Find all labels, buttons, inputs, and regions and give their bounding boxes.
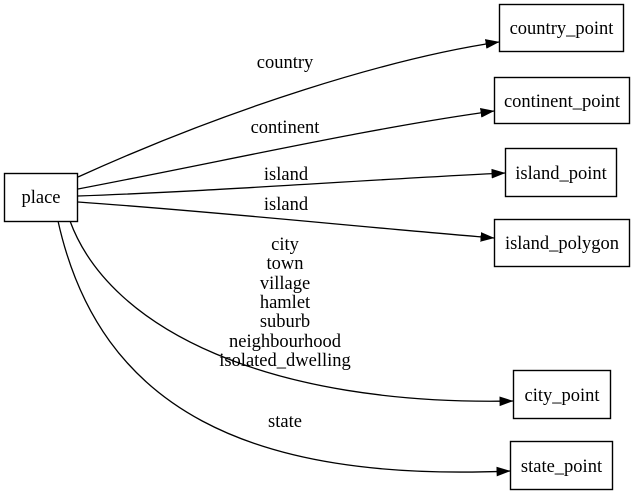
node-continent_point-box (493, 76, 631, 125)
edge-label-city-multiline: city town village hamlet suburb neighbou… (219, 235, 351, 371)
node-state_point: state_point (509, 440, 614, 491)
edge-label-suburb-line: suburb (260, 312, 310, 332)
edge-place-state_point (57, 220, 511, 477)
edge-label-village-line: village (260, 274, 310, 294)
node-city_point-box (512, 369, 612, 420)
node-country_point-box (498, 3, 625, 53)
nodes: place country_point continent_point isla… (3, 3, 631, 491)
node-state_point-label: state_point (521, 457, 603, 477)
edge-labels: country continent island island city tow… (219, 53, 351, 432)
node-state_point-box (509, 440, 614, 491)
edge-place-country_point (77, 39, 500, 178)
node-city_point: city_point (512, 369, 612, 420)
edge-label-state: state (268, 412, 302, 432)
node-island_point-box (504, 147, 618, 198)
edge-place-island_point (77, 168, 506, 197)
edge-label-country: country (257, 53, 314, 73)
node-country_point-label: country_point (510, 19, 615, 39)
node-island_polygon-box (493, 218, 631, 268)
edge-label-island-point: island (264, 165, 309, 185)
node-island_point: island_point (504, 147, 618, 198)
node-place-box (3, 172, 79, 223)
edge-place-continent_point (77, 108, 495, 190)
edge-place-island_polygon (77, 201, 495, 242)
node-island_polygon-label: island_polygon (505, 234, 619, 254)
edge-label-neighbourhood-line: neighbourhood (229, 332, 342, 352)
node-island_point-label: island_point (515, 164, 607, 184)
node-place: place (3, 172, 79, 223)
node-city_point-label: city_point (524, 386, 600, 406)
node-continent_point: continent_point (493, 76, 631, 125)
node-place-label: place (21, 188, 60, 208)
node-country_point: country_point (498, 3, 625, 53)
edge-label-island-polygon: island (264, 195, 309, 215)
edge-place-city_point (69, 220, 514, 407)
node-island_polygon: island_polygon (493, 218, 631, 268)
edges (57, 39, 514, 477)
edge-label-hamlet-line: hamlet (260, 293, 311, 313)
node-continent_point-label: continent_point (504, 92, 621, 112)
edge-label-city-line: city (271, 235, 299, 255)
edge-label-continent: continent (251, 118, 321, 138)
edge-label-town-line: town (267, 254, 304, 274)
edge-label-isolated-dwelling-line: isolated_dwelling (219, 351, 351, 371)
